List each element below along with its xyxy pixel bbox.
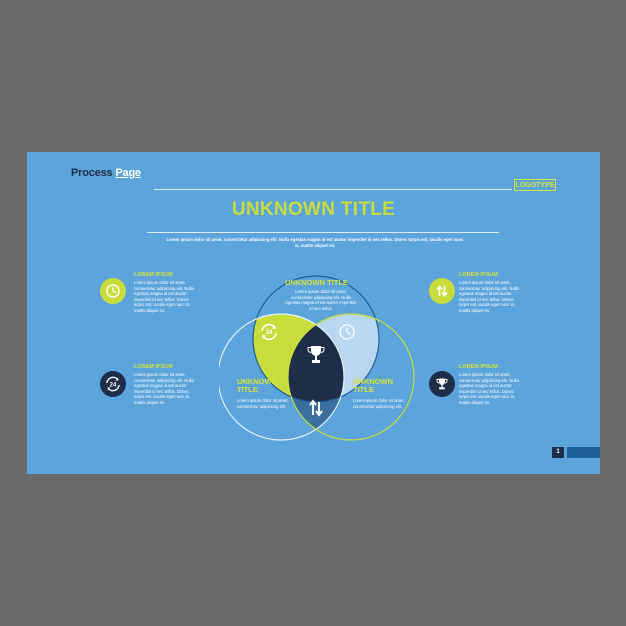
page-number: 1 — [552, 447, 564, 458]
venn-circle-right — [287, 313, 415, 441]
brand-part-1: Process — [71, 167, 113, 179]
24-badge-text: 24 — [110, 382, 117, 388]
venn-top-text: Lorem ipsum dolor sit amet, consectetur … — [285, 289, 357, 311]
clock-icon — [100, 278, 126, 304]
block-4-title: LOREM IPSUM — [459, 364, 498, 370]
venn-left-title-line-2: TITLE — [237, 385, 258, 394]
block-3-text: Lorem ipsum dolor sit amet, consectetur … — [459, 280, 519, 313]
brand-part-2: Page — [115, 167, 141, 179]
venn-center — [288, 314, 344, 402]
venn-up-down-arrows-icon — [309, 399, 323, 417]
block-4-text: Lorem ipsum dolor sit amet, consectetur … — [459, 372, 519, 405]
block-1-title: LOREM IPSUM — [134, 272, 173, 278]
header-divider — [154, 189, 512, 190]
venn-left-text: Lorem ipsum dolor sit amet, consectetur … — [237, 398, 289, 409]
title-divider — [147, 232, 499, 233]
logotype: LOGOTYPE — [514, 179, 556, 191]
block-1-text: Lorem ipsum dolor sit amet, consectetur … — [134, 280, 194, 313]
trophy-icon — [429, 371, 455, 397]
page-description: Lorem ipsum dolor sit amet, consectetur … — [166, 237, 464, 248]
venn-right-title: UNKNOWN TITLE — [353, 378, 393, 394]
venn-diagram: 24 — [219, 275, 415, 441]
venn-circle-left — [219, 313, 345, 441]
venn-left-title: UNKNOWN TITLE — [237, 378, 277, 394]
block-2-title: LOREM IPSUM — [134, 364, 173, 370]
up-down-arrows-icon — [429, 278, 455, 304]
venn-24-badge-text: 24 — [266, 330, 273, 336]
venn-left-title-line-1: UNKNOWN — [237, 377, 277, 386]
page-title: UNKNOWN TITLE — [231, 199, 396, 220]
venn-top-title: UNKNOWN TITLE — [285, 278, 348, 287]
venn-right-title-line-2: TITLE — [353, 385, 374, 394]
venn-right-title-line-1: UNKNOWN — [353, 377, 393, 386]
venn-circle-top — [252, 275, 380, 403]
page-number-bar — [567, 447, 600, 458]
venn-right-text: Lorem ipsum dolor sit amet, consectetur … — [353, 398, 405, 409]
venn-24-hours-icon: 24 — [261, 323, 277, 341]
24-hours-icon: 24 — [100, 371, 126, 397]
venn-clock-icon — [339, 324, 355, 340]
venn-trophy-icon — [307, 346, 325, 363]
block-2-text: Lorem ipsum dolor sit amet, consectetur … — [134, 372, 194, 405]
block-3-title: LOREM IPSUM — [459, 272, 498, 278]
